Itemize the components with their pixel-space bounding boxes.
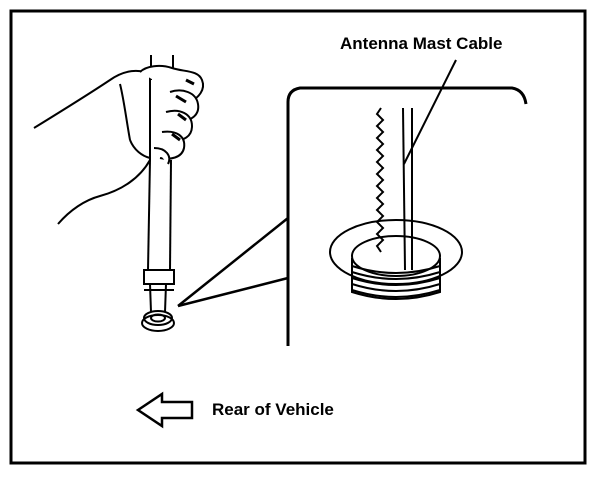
hand	[33, 64, 204, 225]
rear-of-vehicle-label: Rear of Vehicle	[212, 400, 334, 419]
antenna-tool	[141, 55, 175, 332]
cable-leader-line	[403, 59, 457, 165]
detail-inset-frame	[286, 86, 528, 346]
left-arrow-icon	[135, 391, 194, 429]
figure-frame	[9, 9, 587, 465]
antenna-mount-nut	[329, 219, 463, 300]
mast-cable	[402, 107, 413, 271]
toothed-cable	[375, 107, 385, 253]
antenna-mast-cable-label: Antenna Mast Cable	[340, 34, 503, 53]
callout-lines	[177, 217, 289, 308]
